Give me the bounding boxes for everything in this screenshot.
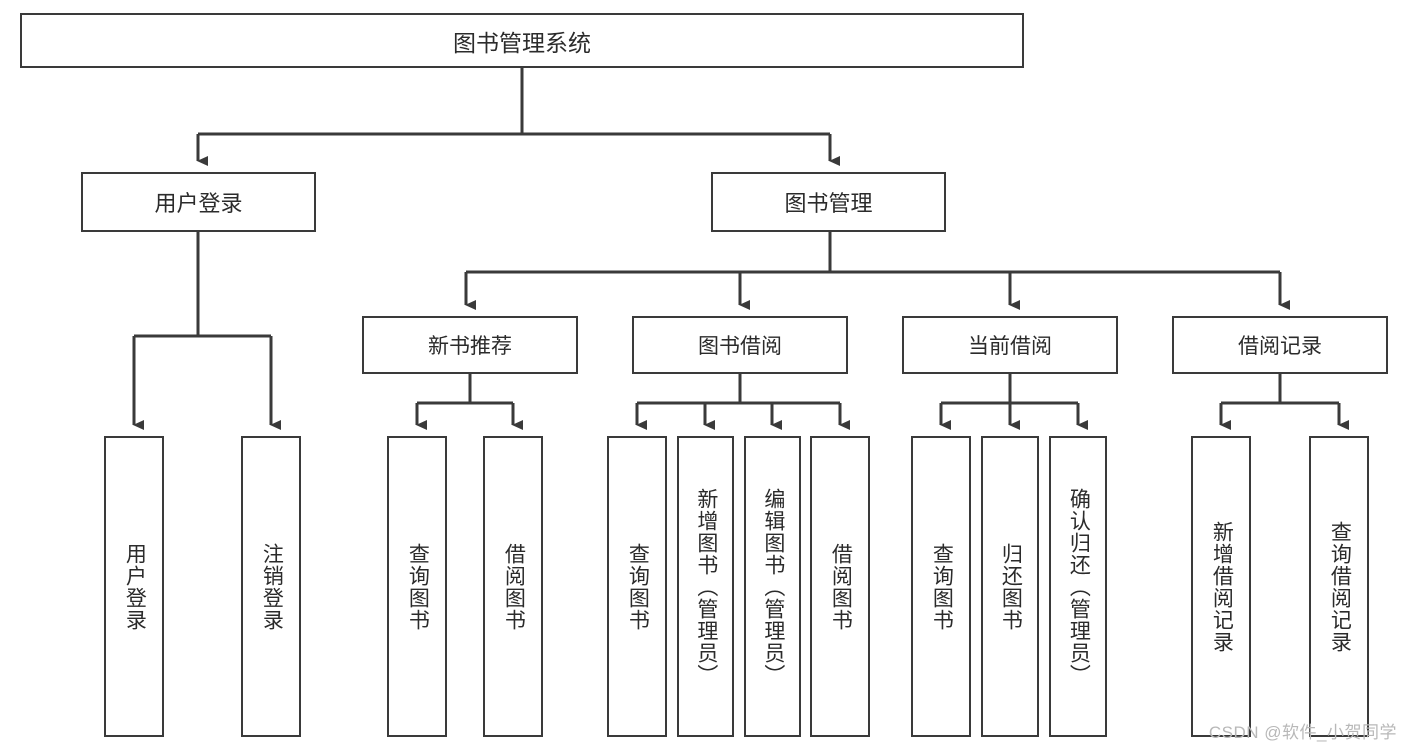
node-borrow-record[interactable]: 借阅记录 xyxy=(1172,316,1388,374)
node-book-management[interactable]: 图书管理 xyxy=(711,172,946,232)
leaf-confirm-return-admin[interactable]: 确认归还（管理员） xyxy=(1049,436,1107,737)
node-new-book-recommend[interactable]: 新书推荐 xyxy=(362,316,578,374)
node-label: 查询图书 xyxy=(930,542,954,631)
leaf-query-borrow-record[interactable]: 查询借阅记录 xyxy=(1309,436,1369,737)
node-label: 确认归还（管理员） xyxy=(1067,487,1091,686)
leaf-return-book[interactable]: 归还图书 xyxy=(981,436,1039,737)
node-label: 新增图书（管理员） xyxy=(694,487,718,686)
node-book-borrow[interactable]: 图书借阅 xyxy=(632,316,848,374)
leaf-query-book-borrow[interactable]: 查询图书 xyxy=(607,436,667,737)
leaf-query-book-recommend[interactable]: 查询图书 xyxy=(387,436,447,737)
node-label: 借阅记录 xyxy=(1238,335,1322,358)
node-label: 图书借阅 xyxy=(698,335,782,358)
watermark-text: CSDN @软件_小贺同学 xyxy=(1208,723,1397,742)
node-label: 查询图书 xyxy=(626,542,650,631)
leaf-add-book-admin[interactable]: 新增图书（管理员） xyxy=(677,436,734,737)
node-label: 注销登录 xyxy=(260,542,284,631)
node-current-borrow[interactable]: 当前借阅 xyxy=(902,316,1118,374)
node-label: 编辑图书（管理员） xyxy=(761,487,785,686)
leaf-query-book-current[interactable]: 查询图书 xyxy=(911,436,971,737)
node-label: 当前借阅 xyxy=(968,335,1052,358)
node-label: 归还图书 xyxy=(999,542,1023,631)
node-root-system[interactable]: 图书管理系统 xyxy=(20,13,1024,68)
node-label: 图书管理系统 xyxy=(453,29,591,56)
leaf-borrow-book[interactable]: 借阅图书 xyxy=(810,436,870,737)
node-user-login[interactable]: 用户登录 xyxy=(81,172,316,232)
node-label: 查询借阅记录 xyxy=(1328,520,1352,653)
node-label: 查询图书 xyxy=(406,542,430,631)
node-label: 借阅图书 xyxy=(829,542,853,631)
node-label: 图书管理 xyxy=(784,191,873,216)
leaf-logout[interactable]: 注销登录 xyxy=(241,436,301,737)
node-label: 用户登录 xyxy=(154,191,243,216)
node-label: 借阅图书 xyxy=(502,542,526,631)
leaf-user-login[interactable]: 用户登录 xyxy=(104,436,164,737)
leaf-edit-book-admin[interactable]: 编辑图书（管理员） xyxy=(744,436,801,737)
node-label: 新书推荐 xyxy=(428,335,512,358)
leaf-add-borrow-record[interactable]: 新增借阅记录 xyxy=(1191,436,1251,737)
leaf-borrow-book-recommend[interactable]: 借阅图书 xyxy=(483,436,543,737)
node-label: 新增借阅记录 xyxy=(1210,520,1234,653)
node-label: 用户登录 xyxy=(123,542,147,631)
